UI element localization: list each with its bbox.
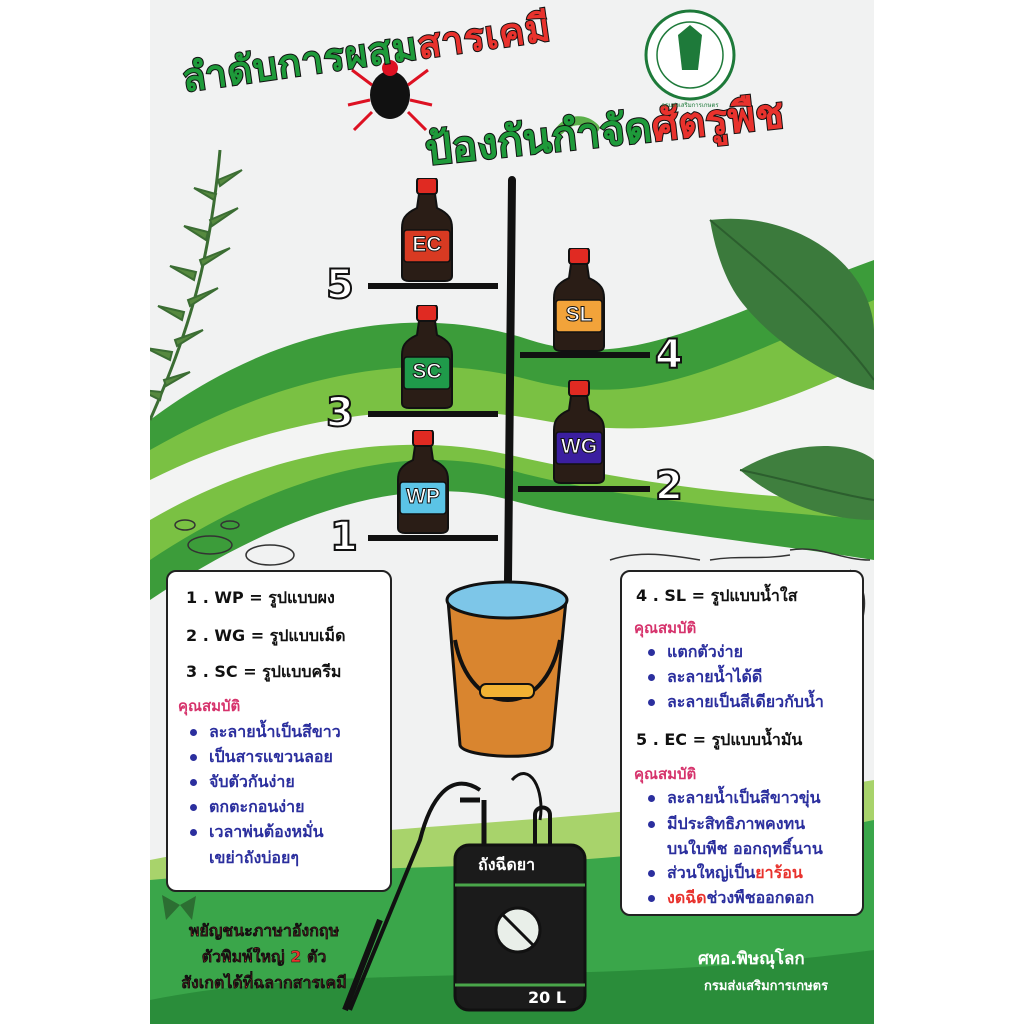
property-item: จับตัวกันง่าย xyxy=(190,770,295,795)
bottle-label: WG xyxy=(560,435,598,459)
property-item-continued: เขย่าถังบ่อยๆ xyxy=(209,848,299,867)
property-item-continued: บนใบพืช ออกฤทธิ์นาน xyxy=(667,839,823,858)
bottle-label: EC xyxy=(412,233,442,257)
seal-logo xyxy=(644,9,736,101)
bug-icon xyxy=(347,60,433,132)
property-item: ละลายน้ำเป็นสีขาวขุ่น xyxy=(648,786,821,811)
bottle-label: SL xyxy=(565,303,593,327)
properties-title: คุณสมบัติ xyxy=(178,697,241,715)
caterpillar-icon xyxy=(609,548,871,631)
credit-department: กรมส่งเสริมการเกษตร xyxy=(704,979,829,994)
step-number-5: 5 xyxy=(325,261,355,309)
bottle-sc: SC xyxy=(400,304,454,409)
property-item: ละลายน้ำได้ดี xyxy=(648,665,762,690)
fern-icon xyxy=(150,149,243,421)
step-number-4: 4 xyxy=(654,331,684,379)
note-text: พยัญชนะภาษาอังกฤษ ตัวพิมพ์ใหญ่ 2 ตัว สัง… xyxy=(181,921,347,992)
green-caterpillar xyxy=(555,116,600,135)
bucket-icon xyxy=(445,580,569,758)
seal-text: กรมส่งเสริมการเกษตร xyxy=(661,102,719,109)
property-item: เวลาพ่นต้องหมั่น xyxy=(190,820,324,845)
bottle-sl: SL xyxy=(552,247,606,352)
properties-title-sl: คุณสมบัติ xyxy=(634,619,697,637)
step-number-1: 1 xyxy=(329,513,359,561)
property-item: ตกตะกอนง่าย xyxy=(190,795,304,820)
property-item: ละลายน้ำเป็นสีขาว xyxy=(190,720,341,745)
bottle-shape xyxy=(401,304,453,409)
type-sc-line: 3 . SC = รูปแบบครีม xyxy=(186,662,342,681)
step-number-3: 3 xyxy=(325,389,355,437)
sprayer-tank-icon xyxy=(342,772,587,1012)
bottle-shape xyxy=(401,177,453,282)
tank-label: ถังฉีดยา xyxy=(478,855,536,874)
left-info-box: 1 . WP = รูปแบบผง 2 . WG = รูปแบบเม็ด 3 … xyxy=(166,570,392,892)
property-item: ละลายเป็นสีเดียวกับน้ำ xyxy=(648,690,824,715)
credit-office: ศทอ.พิษณุโลก xyxy=(698,949,805,969)
leaf-icon xyxy=(709,218,874,520)
property-item: แตกตัวง่าย xyxy=(648,640,743,665)
bottle-shape xyxy=(397,429,449,534)
type-wp-line: 1 . WP = รูปแบบผง xyxy=(186,588,335,607)
bottle-shape xyxy=(553,247,605,352)
property-item: มีประสิทธิภาพคงทน xyxy=(648,812,805,837)
type-sl-line: 4 . SL = รูปแบบน้ำใส xyxy=(636,586,798,605)
bottle-ec: EC xyxy=(400,177,454,282)
step-number-2: 2 xyxy=(654,462,684,510)
bottle-label: WP xyxy=(406,485,441,509)
property-item: เป็นสารแขวนลอย xyxy=(190,745,333,770)
right-info-box: 4 . SL = รูปแบบน้ำใส คุณสมบัติ แตกตัวง่า… xyxy=(620,570,864,916)
cicada-icon xyxy=(174,519,295,566)
type-wg-line: 2 . WG = รูปแบบเม็ด xyxy=(186,626,346,645)
bottle-label: SC xyxy=(412,360,442,384)
type-ec-line: 5 . EC = รูปแบบน้ำมัน xyxy=(636,730,803,749)
bottle-wg: WG xyxy=(552,379,606,484)
properties-title-ec: คุณสมบัติ xyxy=(634,765,697,783)
tank-capacity: 20 L xyxy=(528,988,567,1007)
butterfly-icon xyxy=(162,895,196,920)
property-item-warning: งดฉีดช่วงพืชออกดอก xyxy=(648,886,814,911)
bottle-wp: WP xyxy=(396,429,450,534)
poster: ลำดับการผสมสารเคมี ป้องกันกำจัดศัตรูพืช … xyxy=(150,0,874,1024)
bottle-shape xyxy=(553,379,605,484)
property-item-warning: ส่วนใหญ่เป็นยาร้อน xyxy=(648,861,803,886)
